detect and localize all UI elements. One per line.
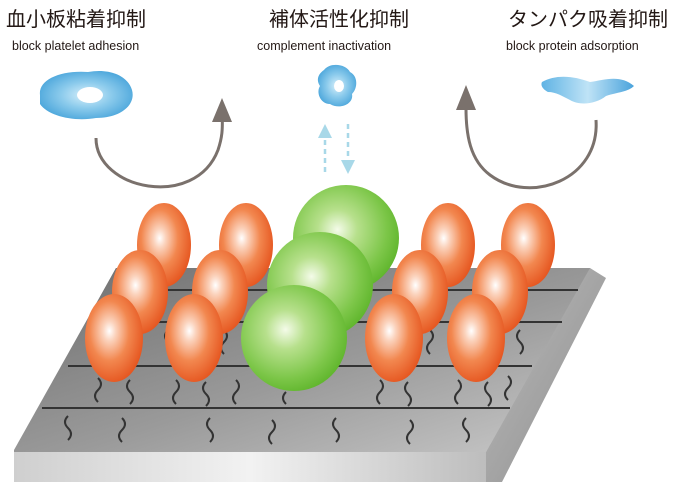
complement-icon bbox=[317, 64, 357, 107]
title-ja-protein: タンパク吸着抑制 bbox=[508, 7, 668, 31]
title-ja-complement: 補体活性化抑制 bbox=[269, 7, 409, 31]
platelet-icon bbox=[39, 70, 133, 120]
circular-arrow-head bbox=[212, 98, 232, 122]
polymer-chains bbox=[64, 329, 524, 445]
title-en-complement: complement inactivation bbox=[257, 39, 391, 53]
title-ja-platelet: 血小板粘着抑制 bbox=[6, 7, 146, 31]
protein-icon bbox=[541, 76, 634, 104]
circular-arrow-icon-right bbox=[464, 107, 598, 190]
orange-particle bbox=[365, 294, 423, 382]
orange-particles bbox=[85, 203, 555, 382]
orange-particle bbox=[447, 294, 505, 382]
green-particles bbox=[241, 185, 399, 391]
dashed-bidirectional-arrow-icon bbox=[318, 124, 355, 174]
circular-arrow-icon bbox=[94, 111, 224, 189]
title-en-protein: block protein adsorption bbox=[506, 39, 639, 53]
title-en-platelet: block platelet adhesion bbox=[12, 39, 139, 53]
circular-arrow-head-right bbox=[456, 85, 476, 110]
green-particle bbox=[241, 285, 347, 391]
orange-particle bbox=[85, 294, 143, 382]
orange-particle bbox=[165, 294, 223, 382]
